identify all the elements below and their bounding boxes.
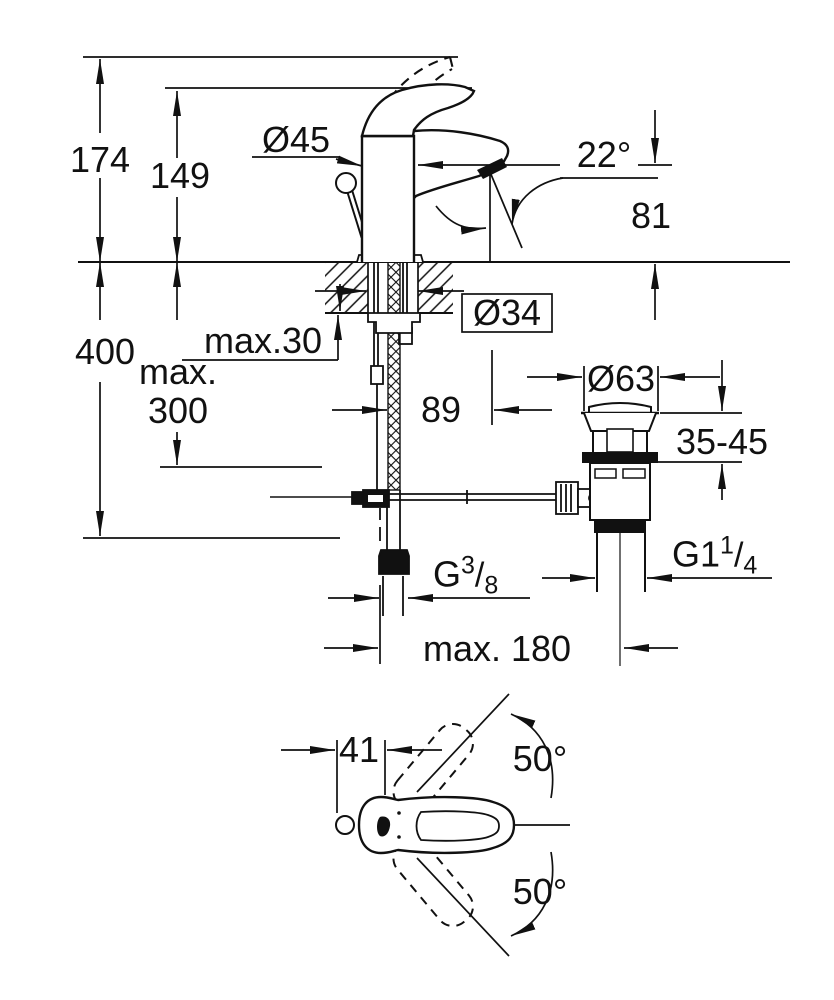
dim-label-lever-range: 35-45 — [675, 421, 769, 462]
plan-pull-rod-knob — [335, 815, 355, 835]
side-view-drawing — [78, 55, 790, 666]
thread-base: G — [433, 553, 462, 595]
plan-cartridge-mark — [377, 816, 391, 837]
pop-up-rod — [270, 481, 606, 515]
dim-label-handle-offset: 41 — [338, 729, 380, 770]
faucet-body-side — [335, 55, 510, 263]
boxed-dimension-frame — [461, 293, 553, 333]
supply-hose-nut — [378, 549, 410, 575]
dim-label-supply-thread: G3/8 — [433, 551, 499, 600]
dim-label-body-diameter: Ø45 — [261, 119, 331, 160]
pull-rod-knob — [335, 172, 357, 194]
angle-leg-up — [416, 693, 510, 793]
body-cylinder — [360, 134, 416, 262]
plan-handle-inner-line — [415, 810, 500, 842]
dim-label-rod-depth-1: max. — [138, 351, 218, 392]
shank-and-supply — [367, 261, 421, 616]
threaded-rod — [387, 261, 401, 491]
plan-view-drawing — [281, 693, 570, 957]
angle-leader-arc — [511, 177, 564, 225]
angle-arc — [435, 205, 487, 235]
handle-swing-up-dashed — [392, 722, 474, 813]
lock-nut — [594, 520, 646, 533]
dim-label-rod-depth-2: 300 — [147, 390, 209, 431]
swing-arc-up — [510, 713, 554, 799]
aerator — [477, 158, 507, 179]
dim-label-swing-down: 50° — [512, 871, 568, 912]
dim-label-spout-height: 149 — [149, 155, 211, 196]
dim-label-max-drain-offset: max. 180 — [422, 628, 572, 669]
spout — [413, 129, 510, 199]
dim-label-flange-diameter: Ø63 — [586, 358, 656, 399]
thread-slash: / — [733, 536, 744, 575]
dim-label-swing-up: 50° — [512, 738, 568, 779]
dim-label-deck-thickness: max.30 — [203, 320, 323, 361]
knurled-adjuster — [555, 481, 579, 515]
thread-sub: 8 — [484, 571, 499, 600]
dim-label-hole-diameter: Ø34 — [472, 292, 542, 333]
thread-base: G1 — [672, 533, 721, 575]
lever-handle — [360, 83, 476, 138]
thread-sub: 4 — [743, 551, 758, 580]
dim-label-spout-angle: 22° — [576, 134, 632, 175]
dim-label-depth-below-deck: 400 — [74, 331, 136, 372]
mounting-nut — [367, 312, 421, 334]
thread-sup: 1 — [720, 531, 734, 560]
dim-label-waste-thread: G11/4 — [672, 531, 758, 580]
swing-arc-down — [510, 851, 554, 937]
reference-lines — [78, 56, 790, 664]
seal-ring — [582, 452, 658, 463]
angle-leg-down — [416, 857, 510, 957]
thread-sup: 3 — [461, 551, 475, 580]
thread-slash: / — [474, 556, 485, 595]
handle-swing-down-dashed — [392, 837, 474, 928]
dim-label-outlet-height: 81 — [630, 195, 672, 236]
dim-label-spout-reach: 89 — [420, 389, 462, 430]
dim-label-total-height: 174 — [69, 139, 131, 180]
pop-up-waste — [581, 402, 659, 666]
dimension-arrows — [96, 59, 772, 652]
